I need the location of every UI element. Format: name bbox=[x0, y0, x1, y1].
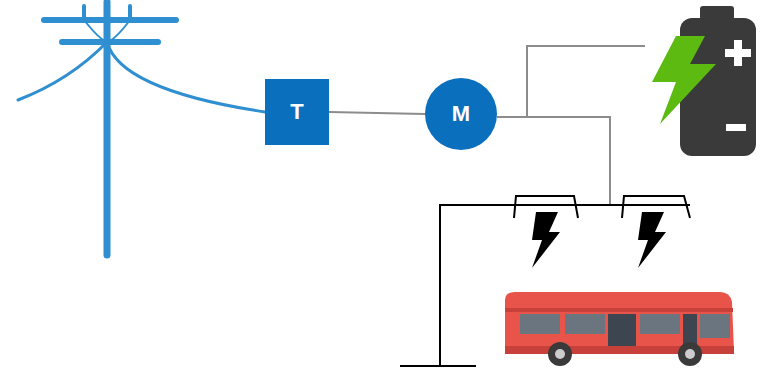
node-label: M bbox=[452, 103, 470, 125]
utility-pole bbox=[18, 2, 265, 255]
meter-circle: M bbox=[425, 78, 497, 150]
connector-line bbox=[329, 112, 425, 114]
wires bbox=[497, 46, 645, 205]
battery-icon bbox=[652, 6, 756, 156]
transformer-box: T bbox=[265, 79, 329, 145]
bus-icon bbox=[505, 292, 734, 366]
node-label: T bbox=[290, 101, 303, 123]
lightning-symbol bbox=[532, 212, 666, 268]
